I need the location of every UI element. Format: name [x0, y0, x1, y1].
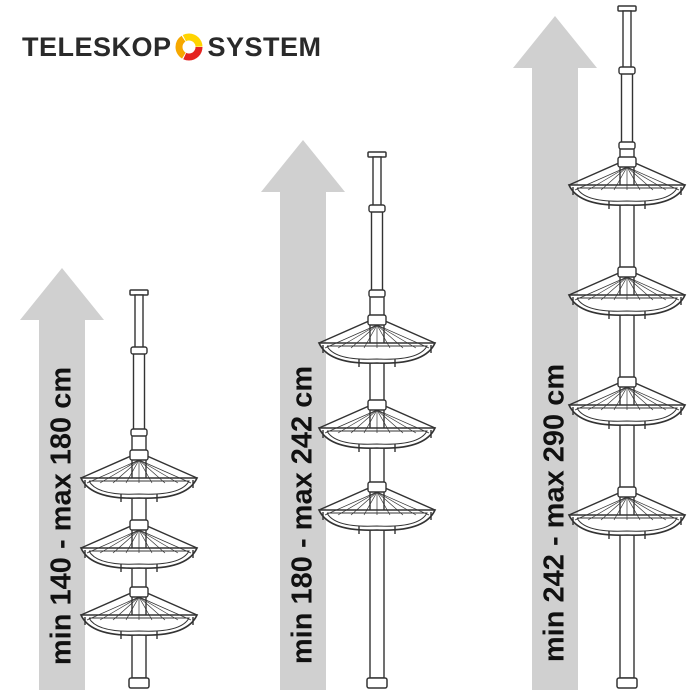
corner-shelf-icon	[567, 266, 687, 319]
corner-shelf-icon	[567, 486, 687, 539]
corner-shelf-icon	[317, 481, 437, 534]
teleskop-logo-icon	[175, 33, 203, 61]
corner-shelf-icon	[567, 376, 687, 429]
corner-shelf-icon	[317, 399, 437, 452]
corner-shelf-icon	[79, 519, 199, 572]
height-label-variant-3: min 242 - max 290 cm	[538, 363, 571, 663]
corner-shelf-icon	[79, 449, 199, 502]
corner-shelf-icon	[317, 314, 437, 367]
height-arrow-icon	[261, 140, 345, 690]
logo-text-teleskop: TELESKOP	[22, 31, 172, 62]
telescopic-pole-icon	[317, 151, 437, 689]
corner-shelf-icon	[567, 156, 687, 209]
height-arrow-icon	[20, 268, 104, 690]
height-label-variant-2: min 180 - max 242 cm	[286, 365, 319, 665]
logo-text-system: SYSTEM	[207, 31, 322, 62]
telescopic-pole-icon	[79, 289, 199, 689]
height-label-variant-1: min 140 - max 180 cm	[45, 366, 78, 666]
telescopic-pole-icon	[567, 5, 687, 689]
brand-logo: TELESKOP SYSTEM	[22, 27, 322, 67]
corner-shelf-icon	[79, 586, 199, 639]
